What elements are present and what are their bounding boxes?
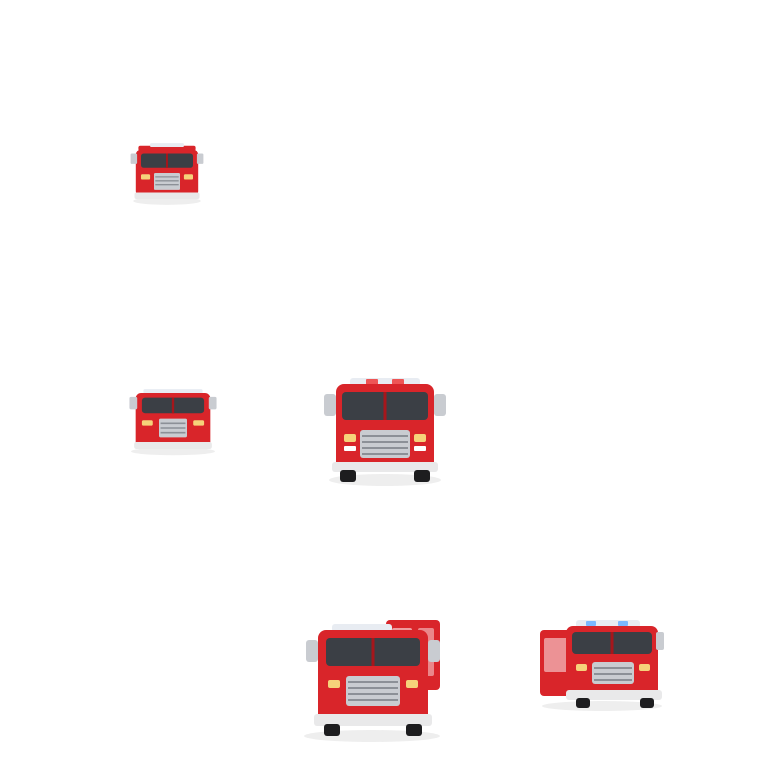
fire-truck-image (129, 389, 217, 456)
fire-truck-image (130, 143, 204, 205)
fire-truck-image (540, 620, 664, 711)
fire-truck-image (324, 378, 446, 486)
fire-truck-image (304, 620, 440, 742)
